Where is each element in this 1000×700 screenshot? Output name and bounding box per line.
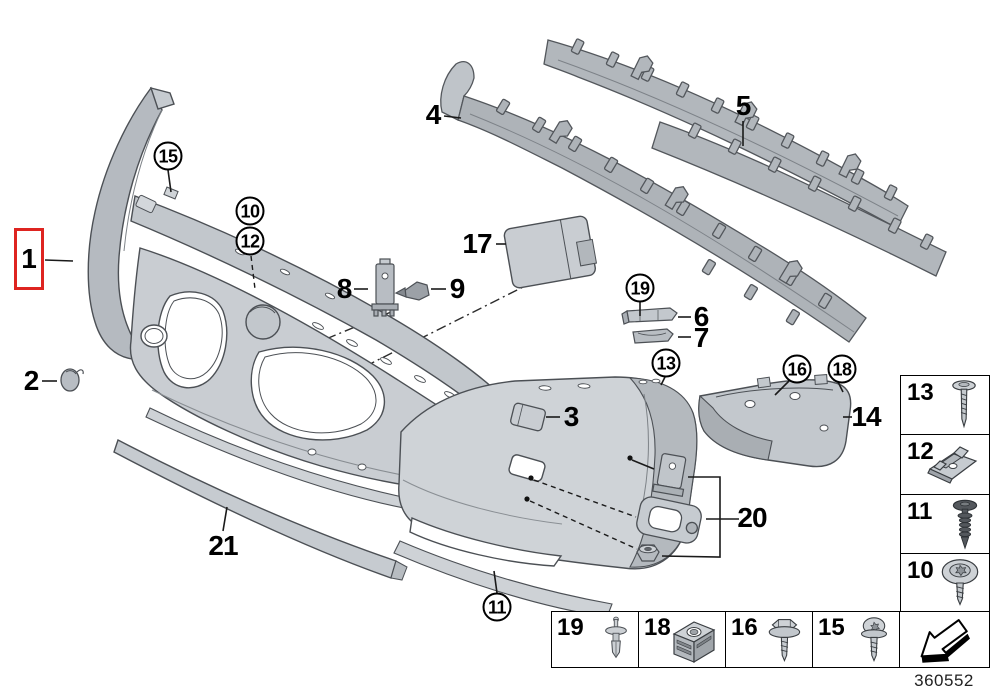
torx-pan-screw-icon [860,616,888,662]
fastener-label-12: 12 [907,438,934,466]
callout-10-circled[interactable]: 10 [235,196,265,226]
mount-bracket-part-20a [652,453,687,497]
callout-8[interactable]: 8 [336,273,353,304]
callout-leader-lines [42,115,852,594]
callout-9[interactable]: 9 [449,273,466,304]
callout-20[interactable]: 20 [737,502,767,533]
blind-rivet-icon [605,616,627,658]
clip-part-9 [394,281,430,301]
callout-17[interactable]: 17 [462,228,492,259]
callout-2[interactable]: 2 [23,365,40,396]
callout-12-circled[interactable]: 12 [235,226,265,256]
fastener-label-16: 16 [731,614,758,641]
callout-7[interactable]: 7 [693,322,710,353]
callout-11-circled[interactable]: 11 [482,592,512,622]
kidney-grille-opening-right [250,346,386,441]
callout-5[interactable]: 5 [735,90,752,121]
drawing-number: 360552 [914,671,974,690]
fastener-row-12[interactable]: 12 [901,435,989,495]
callout-21[interactable]: 21 [208,530,238,561]
cover-part-3 [510,402,546,432]
spring-nut-clip-icon [927,446,978,485]
fastener-cell-19[interactable]: 19 [552,612,639,667]
fastener-table-right: 13 12 11 [900,375,990,613]
callout-18-circled[interactable]: 18 [827,354,857,384]
cage-nut-icon [672,620,716,663]
fastener-label-10: 10 [907,556,934,584]
cap-part-2 [60,368,84,392]
callout-13-circled[interactable]: 13 [651,348,681,378]
dashed-reference-lines [250,255,638,550]
callout-1-highlight-box[interactable]: 1 [14,228,44,290]
callout-1: 1 [21,243,37,274]
corner-fog-recess [409,516,563,567]
tow-eye-cover-part-17 [503,215,598,289]
callout-3[interactable]: 3 [563,401,580,432]
callout-15-circled[interactable]: 15 [153,141,183,171]
legend-direction-cell[interactable] [900,612,989,667]
fastener-row-11[interactable]: 11 [901,495,989,554]
sensor-housing-part-20b [636,496,702,544]
washer-cover-emblem [245,304,281,340]
strip-part-7 [632,328,674,344]
callout-6[interactable]: 6 [693,301,710,332]
fastener-cell-18[interactable]: 18 [639,612,726,667]
flange-head-screw-icon [952,380,976,429]
hex-flange-screw-icon [768,618,801,662]
fastener-row-13[interactable]: 13 [901,376,989,436]
fastener-label-18: 18 [644,614,671,641]
fastener-table-bottom: 19 18 16 [551,611,990,668]
side-bracket-part-14 [698,374,852,468]
fastener-label-11: 11 [907,497,933,525]
callout-4[interactable]: 4 [425,99,442,130]
bumper-corner-view [398,376,698,570]
washer-cover-location [508,454,546,482]
grille-carrier-rail-part-4 [440,61,867,343]
washer-torx-screw-icon [941,558,979,606]
callout-19-circled[interactable]: 19 [625,273,655,303]
bracket-part-8 [371,258,399,317]
grille-carrier-rail-part-5 [543,37,947,277]
fastener-label-15: 15 [818,614,845,641]
clip-location-15 [163,186,179,200]
fastener-label-19: 19 [557,614,584,641]
fastener-row-10[interactable]: 10 [901,554,989,612]
strip-part-6 [621,307,678,325]
fastener-cell-16[interactable]: 16 [726,612,813,667]
expansion-rivet-icon [952,499,978,550]
fastener-cell-15[interactable]: 15 [813,612,900,667]
callout-16-circled[interactable]: 16 [782,354,812,384]
attachment-dots [524,455,633,502]
direction-arrow-icon [920,618,970,663]
fastener-label-13: 13 [907,379,934,406]
callout-14[interactable]: 14 [851,401,881,432]
hex-nut-part-20c [636,544,660,562]
